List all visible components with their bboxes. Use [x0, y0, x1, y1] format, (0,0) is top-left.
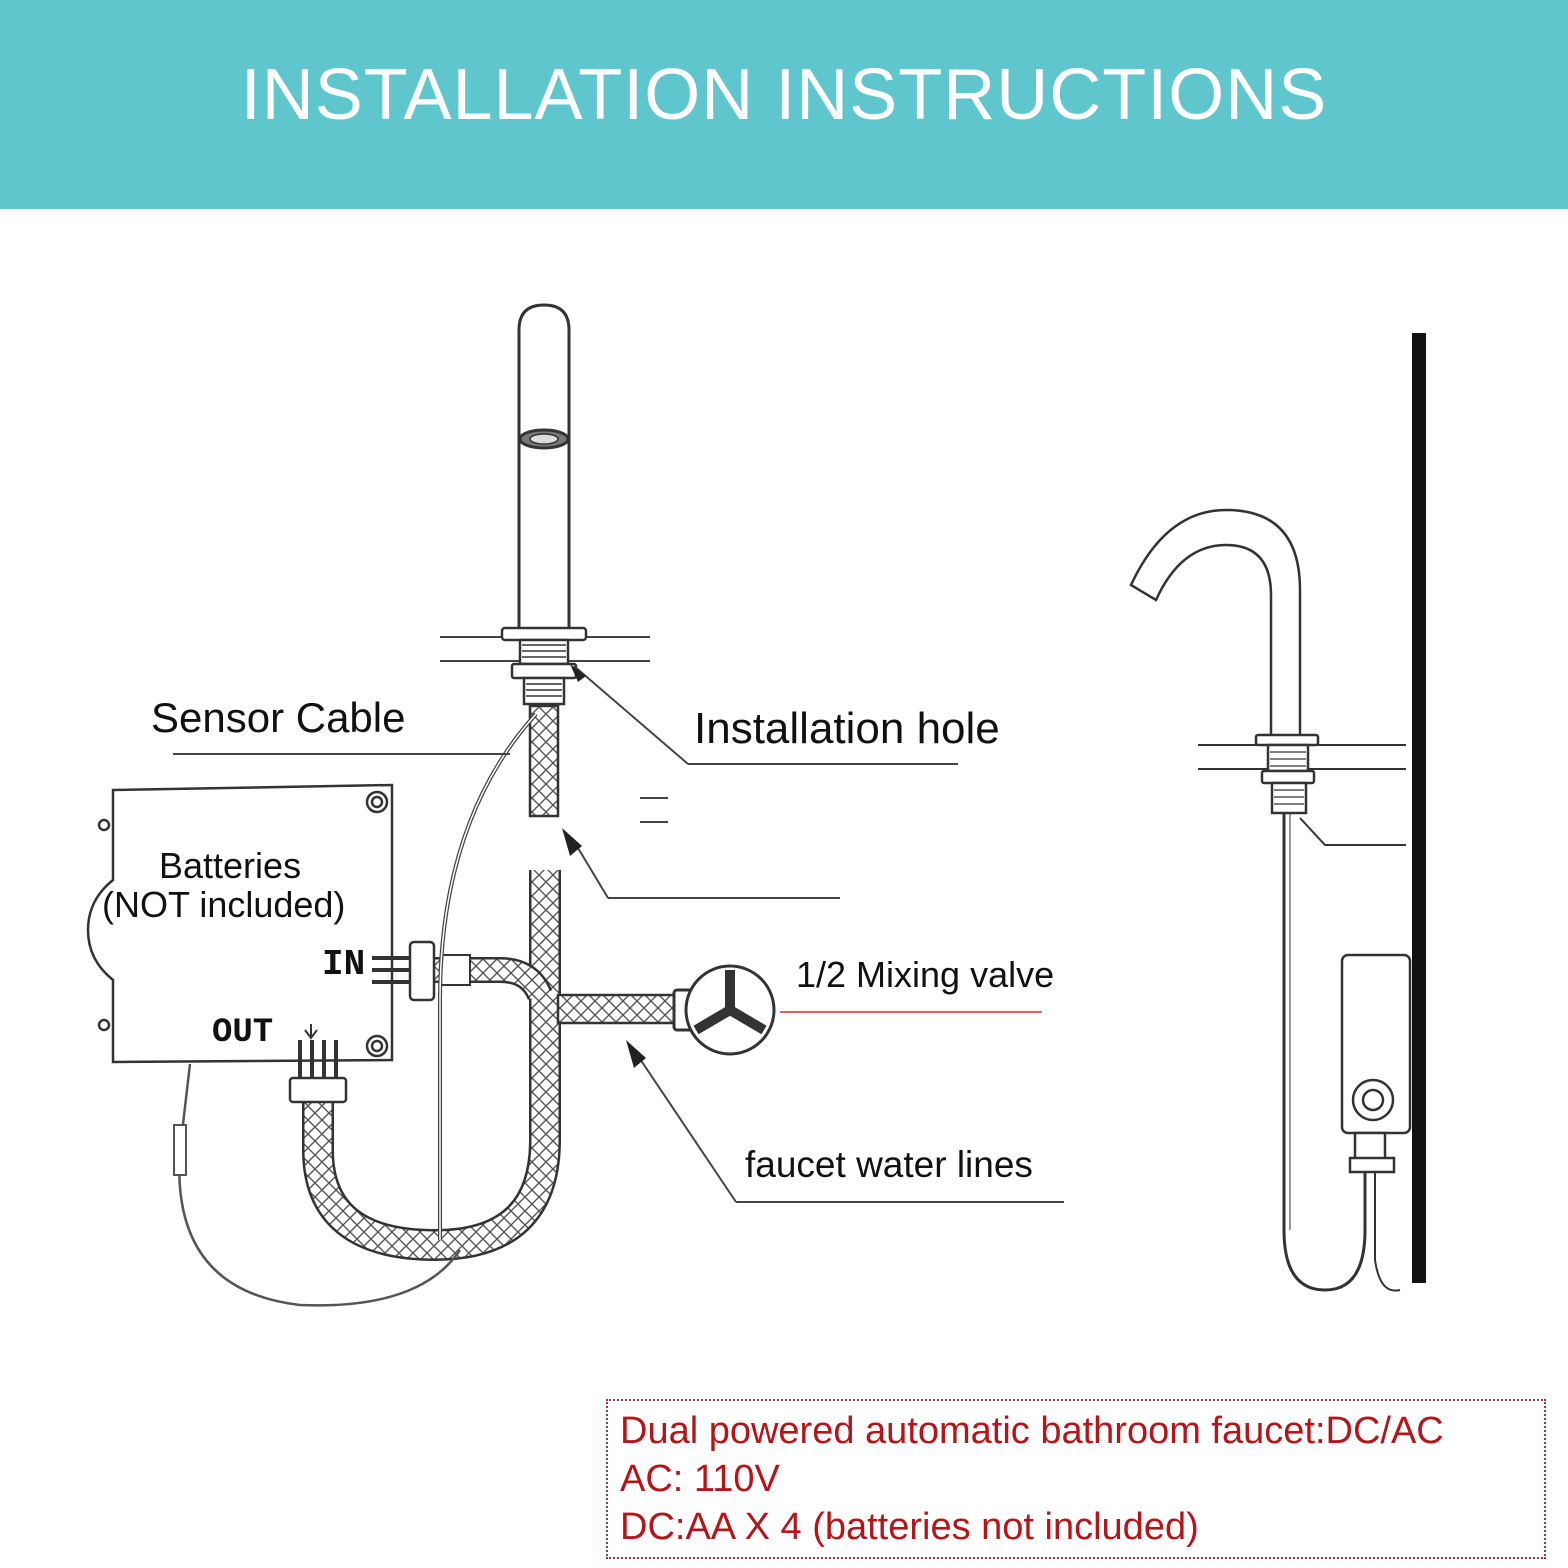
label-batteries-note: (NOT included) [102, 884, 346, 925]
note-line-1: Dual powered automatic bathroom faucet:D… [620, 1410, 1444, 1452]
faucet-spout [517, 303, 571, 632]
page-title: INSTALLATION INSTRUCTIONS [240, 54, 1328, 135]
side-view [1129, 333, 1426, 1292]
arrowheads [562, 664, 646, 1068]
control-box [86, 783, 394, 1064]
label-in-port: IN [322, 944, 366, 985]
label-out-port: OUT [212, 1014, 274, 1052]
water-line-to-valve [556, 993, 690, 1025]
header-banner: INSTALLATION INSTRUCTIONS [0, 0, 1568, 209]
battery-cable [178, 1063, 462, 1307]
mounting-thread [500, 626, 588, 706]
label-sensor-cable: Sensor Cable [151, 694, 406, 741]
label-batteries: Batteries [159, 845, 302, 886]
in-connector [372, 940, 471, 1002]
label-mixing-valve: 1/2 Mixing valve [796, 954, 1055, 995]
mixing-valve [672, 964, 776, 1056]
note-line-3: DC:AA X 4 (batteries not included) [620, 1506, 1199, 1548]
out-connector [288, 1024, 348, 1104]
power-note-box: Dual powered automatic bathroom faucet:D… [606, 1399, 1546, 1559]
note-line-2: AC: 110V [620, 1458, 780, 1500]
label-installation-hole: Installation hole [694, 704, 1000, 753]
label-water-lines: faucet water lines [745, 1144, 1033, 1185]
water-line-upper [528, 704, 560, 818]
